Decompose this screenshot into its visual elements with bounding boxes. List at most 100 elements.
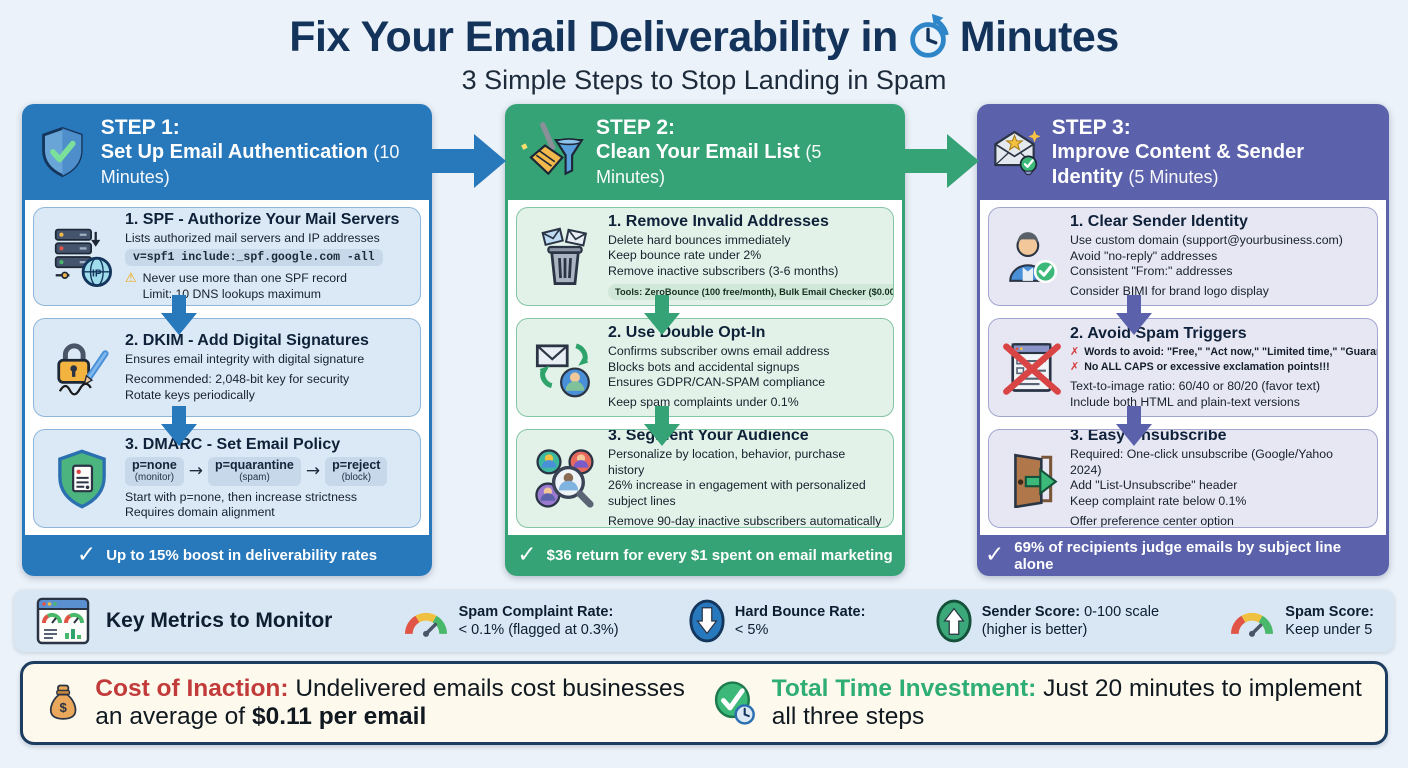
card-spf: IP 1. SPF - Authorize Your Mail Servers … — [33, 207, 421, 306]
down-arrow-icon — [1116, 406, 1152, 446]
step3-panel: STEP 3: Improve Content & Sender Identit… — [977, 104, 1389, 576]
metrics-heading: Key Metrics to Monitor — [34, 595, 332, 647]
card-title: 2. Use Double Opt-In — [608, 324, 766, 342]
trash-emails-icon — [522, 226, 608, 288]
card-dkim: 2. DKIM - Add Digital Signatures Ensures… — [33, 318, 421, 417]
metric-spam-complaint-rate: Spam Complaint Rate: < 0.1% (flagged at … — [402, 603, 619, 639]
cost-of-inaction: $ Cost of Inaction: Undelivered emails c… — [45, 672, 696, 734]
step2-panel: STEP 2: Clean Your Email List (5 Minutes… — [505, 104, 905, 576]
policy-shield-icon — [39, 448, 125, 510]
card-segment: 3. Segment Your Audience Personalize by … — [516, 429, 894, 528]
lock-signature-icon — [39, 337, 125, 399]
card-sender-identity: 1. Clear Sender Identity Use custom doma… — [988, 207, 1378, 306]
step2-stat: $36 return for every $1 spent on email m… — [546, 547, 893, 564]
person-verified-icon — [994, 228, 1070, 286]
step1-time: (10 Minutes) — [100, 142, 400, 187]
dmarc-policy-pills: p=none (monitor) → p=quarantine (spam) →… — [125, 457, 410, 486]
step1-title: Set Up Email Authentication — [100, 141, 368, 164]
check-icon: ✓ — [985, 542, 1005, 568]
broom-funnel-icon — [521, 122, 584, 176]
step3-time: (5 Minutes) — [1128, 166, 1219, 187]
step1-header: STEP 1: Set Up Email Authentication (10 … — [22, 104, 432, 200]
arrow-right-icon: → — [188, 461, 204, 481]
card-dmarc: 3. DMARC - Set Email Policy p=none (moni… — [33, 429, 421, 528]
title-area: Fix Your Email Deliverability in Minutes… — [0, 0, 1408, 96]
cost-label: Cost of Inaction: — [95, 675, 289, 703]
time-text: Just 20 minutes to implement all three s… — [771, 675, 1362, 730]
tools-note: Tools: ZeroBounce (100 free/month), Bulk… — [608, 284, 893, 301]
spf-warning: ⚠ Never use more than one SPF record Lim… — [125, 271, 348, 301]
check-icon: ✓ — [76, 542, 97, 568]
optin-confirm-icon — [522, 337, 608, 399]
step2-header: STEP 2: Clean Your Email List (5 Minutes… — [505, 104, 905, 200]
step1-panel: STEP 1: Set Up Email Authentication (10 … — [22, 104, 432, 576]
page-title-pre: Fix Your Email Deliverability in — [289, 12, 898, 61]
gauge-icon — [1231, 612, 1274, 637]
card-title: 1. Remove Invalid Addresses — [608, 212, 829, 230]
step1-footer: ✓ Up to 15% boost in deliverability rate… — [22, 535, 432, 576]
x-icon: ✗ — [1070, 359, 1080, 373]
clock-icon — [910, 13, 949, 58]
check-clock-icon — [714, 681, 755, 725]
step2-time: (5 Minutes) — [596, 142, 822, 187]
flow-arrow-right-icon — [901, 134, 979, 188]
time-label: Total Time Investment: — [771, 675, 1037, 703]
step2-title: Clean Your Email List — [596, 141, 800, 164]
envelope-star-badge-icon — [994, 130, 1040, 176]
money-bag-icon: $ — [49, 684, 77, 720]
down-arrow-icon — [161, 406, 197, 446]
up-circle-icon — [936, 599, 972, 643]
page-title-post: Minutes — [959, 12, 1119, 61]
step2-body: 1. Remove Invalid Addresses Delete hard … — [505, 200, 905, 535]
svg-text:IP: IP — [92, 268, 102, 279]
pill-p-reject: p=reject (block) — [325, 457, 388, 486]
down-arrow-icon — [644, 295, 680, 335]
card-title: 2. DKIM - Add Digital Signatures — [125, 331, 369, 349]
step3-label: STEP 3: — [1051, 116, 1131, 140]
metric-spam-score: Spam Score: Keep under 5 — [1228, 603, 1374, 639]
card-title: 1. Clear Sender Identity — [1070, 213, 1248, 231]
spf-record-code: v=spf1 include:_spf.google.com -all — [125, 249, 383, 267]
down-arrow-icon — [644, 406, 680, 446]
page-subtitle: 3 Simple Steps to Stop Landing in Spam — [461, 65, 947, 95]
down-arrow-icon — [1116, 295, 1152, 335]
step3-header: STEP 3: Improve Content & Sender Identit… — [977, 104, 1389, 200]
dashboard-icon — [36, 597, 90, 645]
down-arrow-icon — [161, 295, 197, 335]
svg-text:$: $ — [59, 700, 67, 715]
metric-sender-score: Sender Score: 0-100 scale (higher is bet… — [935, 598, 1159, 644]
card-spam-triggers: 2. Avoid Spam Triggers ✗ Words to avoid:… — [988, 318, 1378, 417]
step1-body: IP 1. SPF - Authorize Your Mail Servers … — [22, 200, 432, 535]
metrics-title: Key Metrics to Monitor — [106, 609, 333, 632]
check-icon: ✓ — [517, 542, 537, 568]
crossed-document-icon — [994, 338, 1070, 398]
card-title: 2. Avoid Spam Triggers — [1070, 324, 1247, 342]
audience-segments-icon — [522, 447, 608, 511]
card-easy-unsubscribe: 3. Easy Unsubscribe Required: One-click … — [988, 429, 1378, 528]
key-metrics-bar: Key Metrics to Monitor Spam Complaint Ra… — [14, 590, 1394, 652]
total-time-investment: Total Time Investment: Just 20 minutes t… — [712, 673, 1363, 733]
pill-p-quarantine: p=quarantine (spam) — [208, 457, 301, 486]
card-title: 3. Easy Unsubscribe — [1070, 429, 1227, 445]
cost-value: $0.11 per email — [251, 703, 427, 730]
step1-stat: Up to 15% boost in deliverability rates — [106, 547, 378, 564]
arrow-right-icon: → — [305, 461, 321, 481]
gauge-icon — [404, 612, 447, 637]
pill-p-none: p=none (monitor) — [125, 457, 184, 486]
exit-door-icon — [994, 450, 1070, 508]
step1-label: STEP 1: — [100, 116, 180, 140]
bottom-summary-bar: $ Cost of Inaction: Undelivered emails c… — [20, 661, 1388, 745]
x-icon: ✗ — [1070, 344, 1080, 358]
cost-text: Undelivered emails cost businesses an av… — [95, 675, 685, 730]
steps-row: STEP 1: Set Up Email Authentication (10 … — [0, 104, 1408, 582]
page-title: Fix Your Email Deliverability in Minutes — [0, 12, 1408, 62]
mail-servers-icon: IP — [39, 225, 125, 289]
down-circle-icon — [689, 599, 725, 643]
shield-check-icon — [42, 126, 83, 178]
card-double-optin: 2. Use Double Opt-In Confirms subscriber… — [516, 318, 894, 417]
step3-stat: 69% of recipients judge emails by subjec… — [1014, 538, 1342, 573]
flow-arrow-right-icon — [428, 134, 506, 188]
metric-hard-bounce-rate: Hard Bounce Rate: < 5% — [688, 598, 865, 644]
warning-icon: ⚠ — [125, 271, 137, 287]
